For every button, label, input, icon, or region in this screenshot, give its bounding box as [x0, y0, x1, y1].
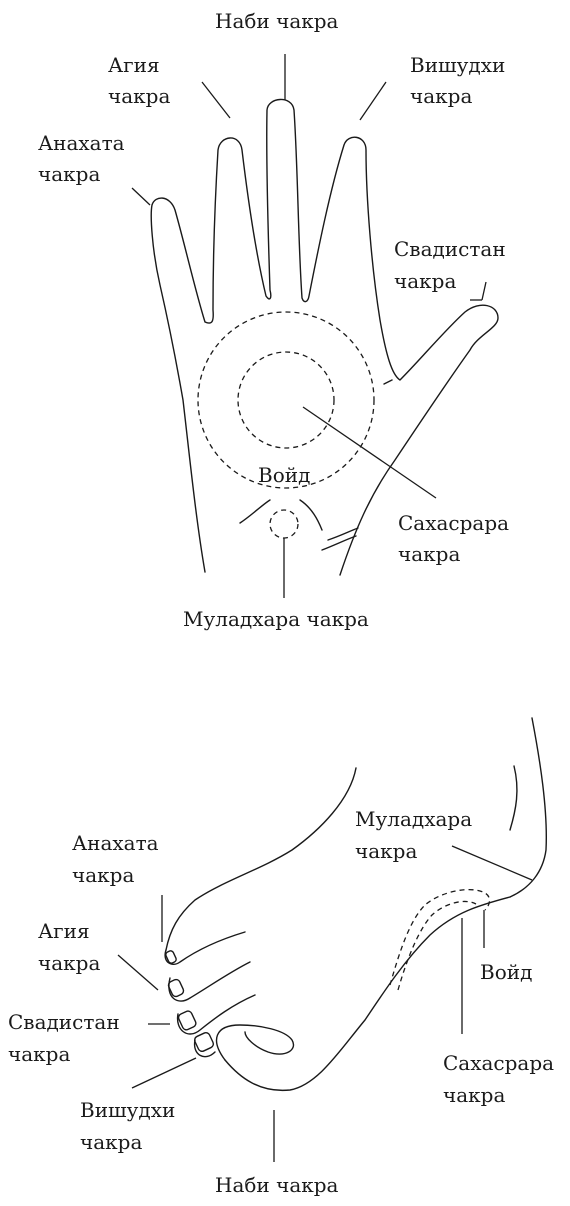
leader-foot-muladhara	[452, 846, 532, 880]
foot-label-void: Войд	[480, 960, 532, 984]
palm-crease-right	[300, 500, 322, 530]
leader-hand-anahata	[132, 188, 150, 205]
void-outer-circle	[198, 312, 374, 488]
hand-label-anahata-1: Анахата	[38, 131, 125, 155]
leader-hand-agia	[202, 82, 230, 118]
leader-hand-sahasrara	[303, 407, 436, 498]
foot-toe-2	[165, 932, 245, 964]
foot-label-nabi: Наби чакра	[215, 1173, 339, 1197]
hand-label-svadhisthan-2: чакра	[394, 269, 456, 293]
hand-label-void: Войд	[258, 463, 310, 487]
hand-label-vishuddhi-1: Вишудхи	[410, 53, 505, 77]
sahasrara-inner-circle	[238, 352, 334, 448]
muladhara-circle	[270, 510, 298, 538]
foot-label-sahasrara-1: Сахасрара	[443, 1051, 554, 1075]
foot-label-vishuddhi-2: чакра	[80, 1130, 142, 1154]
foot-label-sahasrara-2: чакра	[443, 1083, 505, 1107]
hand-label-muladhara: Муладхара чакра	[183, 607, 369, 631]
leader-foot-vishuddhi	[132, 1058, 196, 1088]
foot-label-muladhara-1: Муладхара	[355, 807, 472, 831]
hand-label-sahasrara-1: Сахасрара	[398, 511, 509, 535]
hand-label-agia-1: Агия	[108, 53, 160, 77]
hand-label-nabi: Наби чакра	[215, 9, 339, 33]
foot-label-vishuddhi-1: Вишудхи	[80, 1098, 175, 1122]
hand-label-sahasrara-2: чакра	[398, 542, 460, 566]
hand-figure: Наби чакра Агия чакра Вишудхи чакра Анах…	[38, 9, 509, 631]
thumb-tick	[384, 380, 392, 384]
foot-label-svadhisthan-1: Свадистан	[8, 1010, 120, 1034]
foot-achilles-line	[510, 766, 517, 830]
hand-label-anahata-2: чакра	[38, 162, 100, 186]
palm-crease-left	[240, 500, 270, 523]
foot-label-anahata-2: чакра	[72, 863, 134, 887]
foot-label-agia-1: Агия	[38, 919, 90, 943]
foot-label-svadhisthan-2: чакра	[8, 1042, 70, 1066]
foot-label-anahata-1: Анахата	[72, 831, 159, 855]
foot-figure: Муладхара чакра Анахата чакра Агия чакра…	[8, 718, 554, 1197]
hand-outline	[151, 99, 498, 575]
foot-top-outline	[166, 768, 356, 950]
foot-nail-4	[193, 1031, 214, 1052]
hand-label-svadhisthan-1: Свадистан	[394, 237, 506, 261]
foot-label-agia-2: чакра	[38, 951, 100, 975]
foot-sahasrara-arc	[398, 901, 476, 990]
foot-label-muladhara-2: чакра	[355, 839, 417, 863]
hand-label-agia-2: чакра	[108, 84, 170, 108]
leader-hand-vishuddhi	[360, 82, 386, 120]
hand-label-vishuddhi-2: чакра	[410, 84, 472, 108]
foot-big-toe	[217, 1025, 294, 1060]
leader-hand-svadhisthan-2	[482, 282, 486, 300]
leader-foot-agia	[118, 955, 158, 990]
